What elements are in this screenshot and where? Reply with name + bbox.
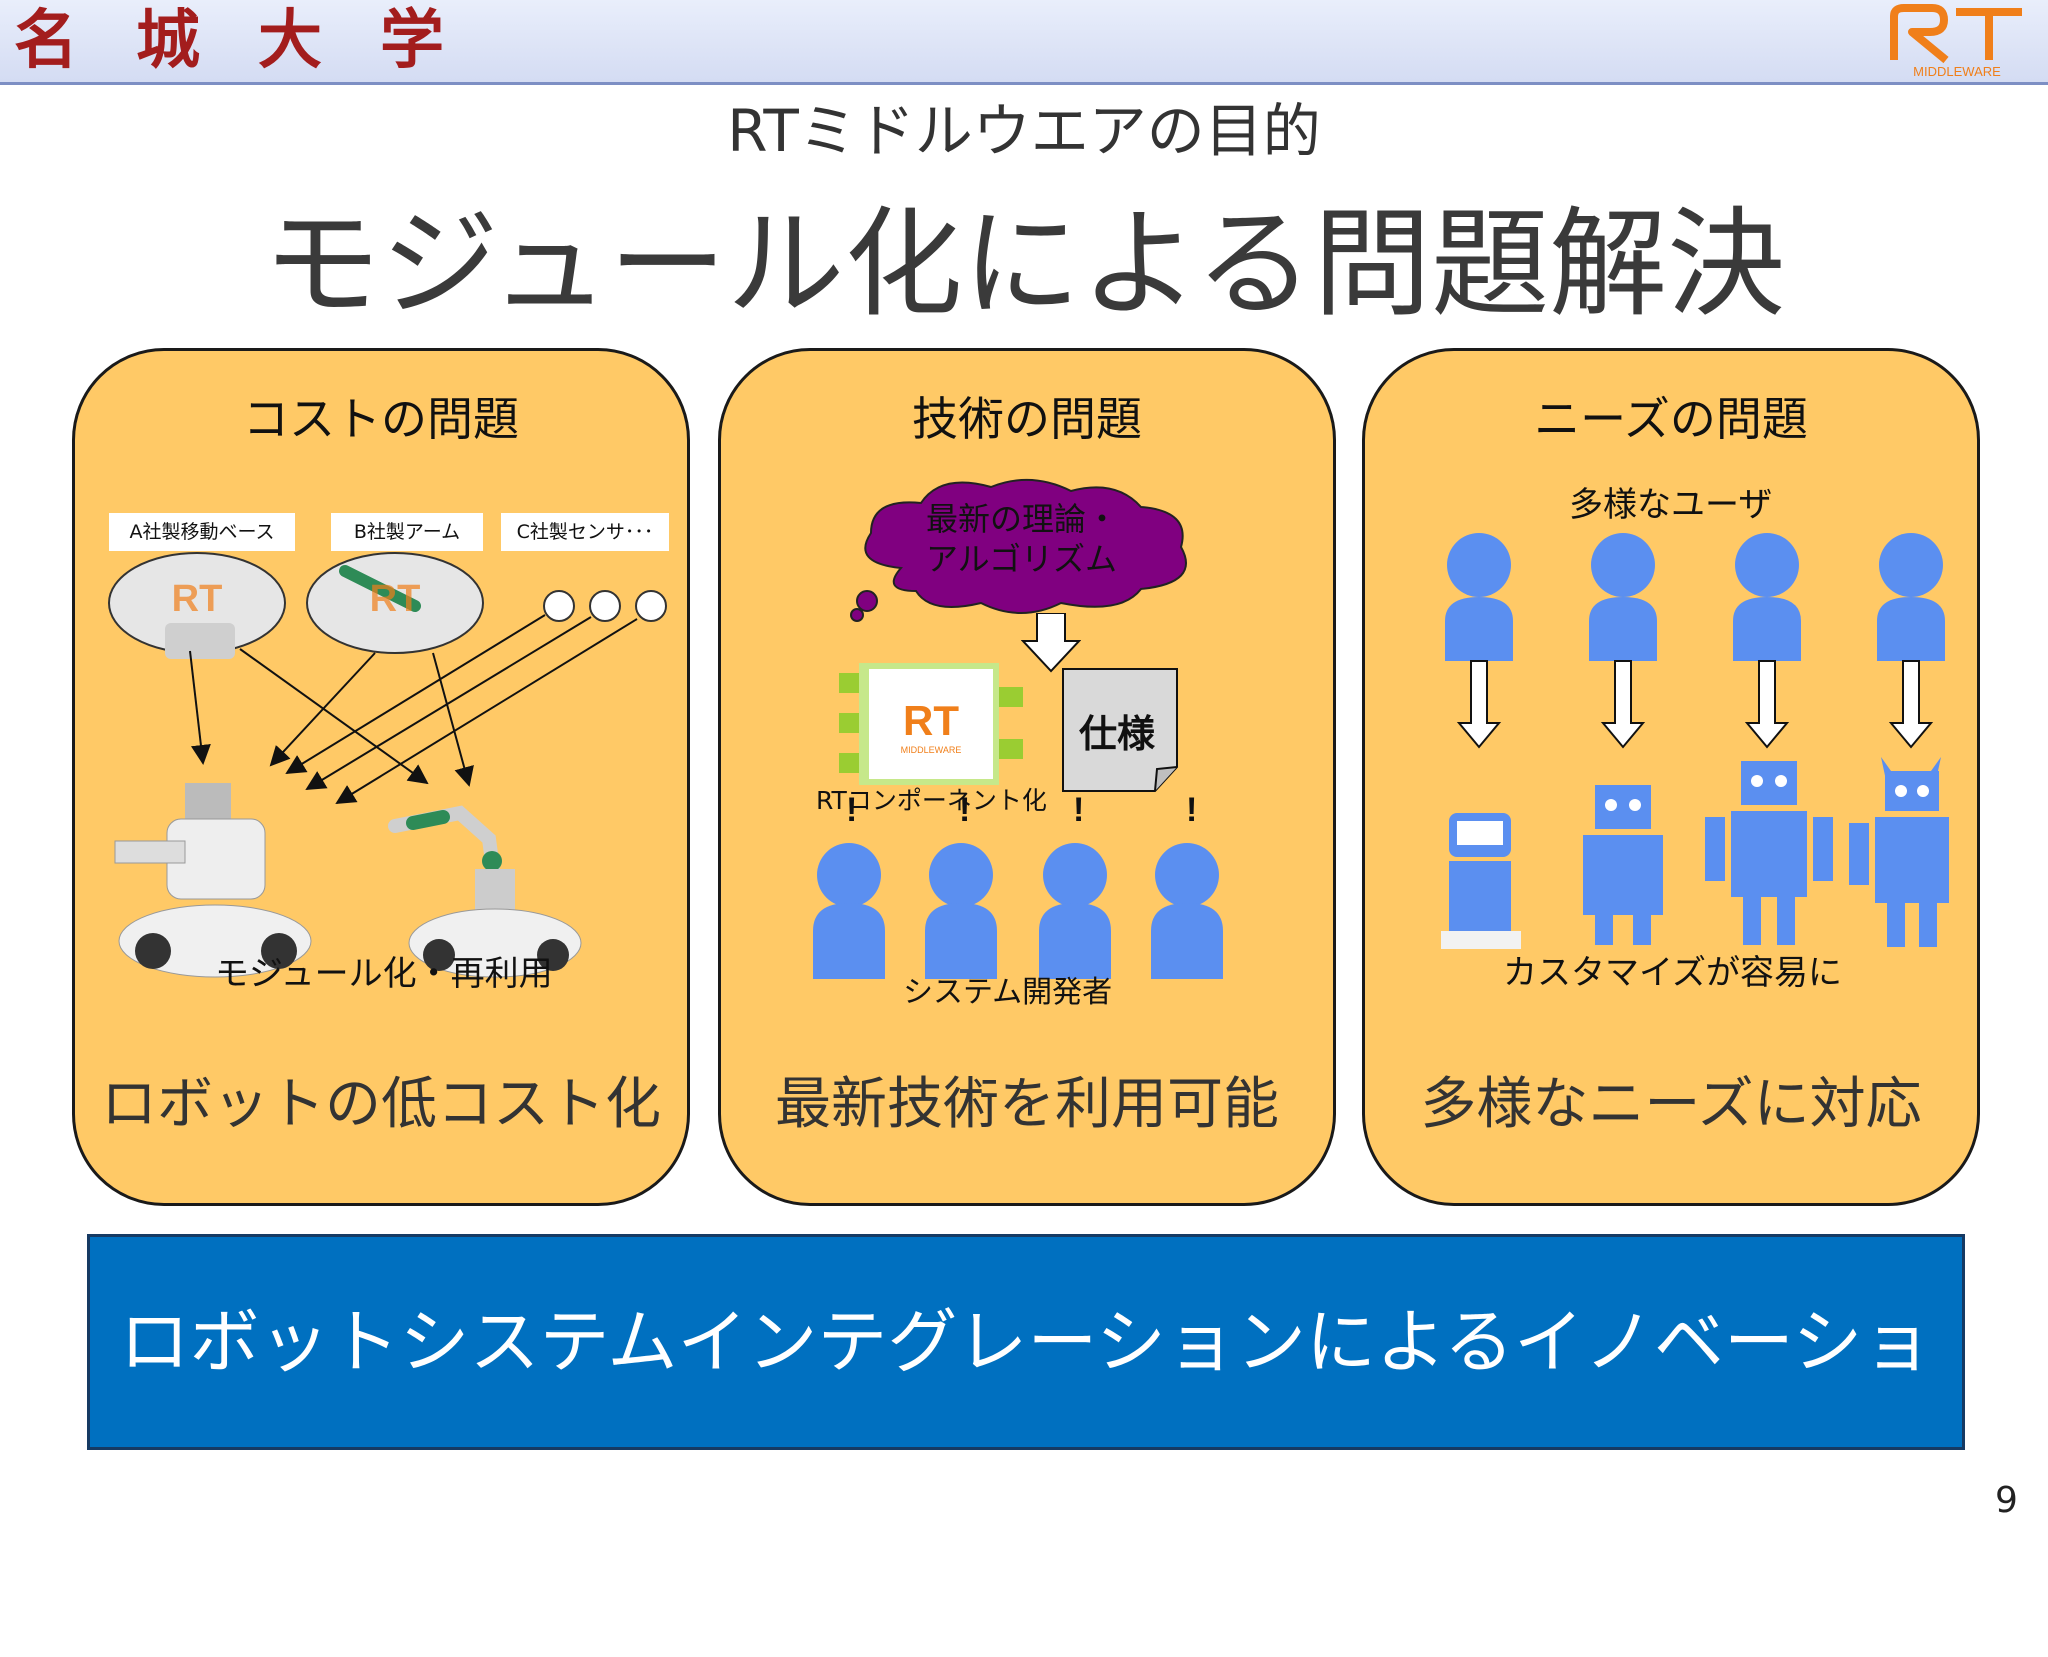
svg-text:RT: RT: [903, 697, 959, 744]
rt-component-label: RTコンポーネント化: [816, 786, 1047, 815]
panel-title: ニーズの問題: [1534, 392, 1808, 446]
robot-variant-4: [1849, 757, 1949, 947]
modularization-caption: モジュール化・再利用: [215, 954, 553, 994]
panel-cost-problem: コストの問題 A社製移動ベース B社製アーム C社製センサ･･･ RT RT: [72, 348, 690, 1206]
cloud-shape: [850, 478, 1187, 622]
panel-result: 多様なニーズに対応: [1420, 1072, 1922, 1137]
mobile-base-icon: [165, 623, 235, 659]
robot-variant-1: [1441, 813, 1521, 949]
svg-text:!: !: [846, 791, 857, 829]
developers-group: ! ! ! !: [813, 791, 1223, 979]
user-icons: [1445, 533, 1945, 661]
panel-result: 最新技術を利用可能: [775, 1072, 1279, 1137]
svg-text:RT: RT: [172, 578, 223, 620]
sensor-icon: [543, 590, 575, 622]
panel-needs-problem: ニーズの問題 多様なユーザ: [1362, 348, 1980, 1206]
users-to-robots-diagram: [1441, 533, 1949, 949]
label-company-b: B社製アーム: [331, 513, 483, 551]
rt-component-block: RT MIDDLEWARE: [839, 663, 1023, 785]
slide-title: モジュール化による問題解決: [262, 195, 1786, 333]
panel-result: ロボットの低コスト化: [101, 1072, 661, 1137]
svg-text:RT: RT: [370, 578, 421, 620]
rt-middleware-logo: MIDDLEWARE: [1890, 4, 2022, 79]
svg-text:!: !: [1073, 791, 1084, 829]
cloud-text: 最新の理論・ アルゴリズム: [926, 500, 1119, 578]
panel-technology-problem: 技術の問題 最新の理論・ アルゴリズム RT MIDDLEWARE 仕様 RTコ…: [718, 348, 1336, 1206]
down-arrows: [1456, 660, 1934, 749]
svg-text:!: !: [959, 791, 970, 829]
developers-label: システム開発者: [903, 975, 1113, 1010]
assembled-arm-robot: [388, 805, 582, 978]
innovation-banner: ロボットシステムインテグレーションによるイノベーション: [87, 1234, 1965, 1593]
robot-variant-3: [1705, 761, 1833, 945]
panel-title: コストの問題: [243, 392, 519, 446]
label-company-a: A社製移動ベース: [109, 513, 295, 551]
header-bar: [0, 0, 2048, 85]
robot-variant-2: [1583, 785, 1663, 945]
spec-label: 仕様: [1079, 712, 1156, 756]
down-arrow: [1021, 613, 1081, 673]
panel-title: 技術の問題: [912, 392, 1142, 446]
page-number: 9: [1995, 1480, 2018, 1521]
arm-icon: [339, 565, 421, 612]
sensor-icon: [589, 590, 621, 622]
label-company-c: C社製センサ･･･: [501, 513, 669, 551]
assembled-mobile-robot: [114, 783, 312, 978]
spec-document: [1062, 668, 1178, 792]
university-logo: 名城大学: [14, 3, 502, 78]
slide-subtitle: RTミドルウエアの目的: [727, 97, 1321, 165]
users-label: 多様なユーザ: [1569, 485, 1773, 525]
svg-text:MIDDLEWARE: MIDDLEWARE: [1913, 64, 2001, 79]
customize-label: カスタマイズが容易に: [1503, 953, 1842, 993]
svg-text:MIDDLEWARE: MIDDLEWARE: [901, 745, 962, 755]
module-diagram: RT RT: [108, 552, 667, 978]
svg-text:!: !: [1186, 791, 1197, 829]
sensor-icon: [635, 590, 667, 622]
